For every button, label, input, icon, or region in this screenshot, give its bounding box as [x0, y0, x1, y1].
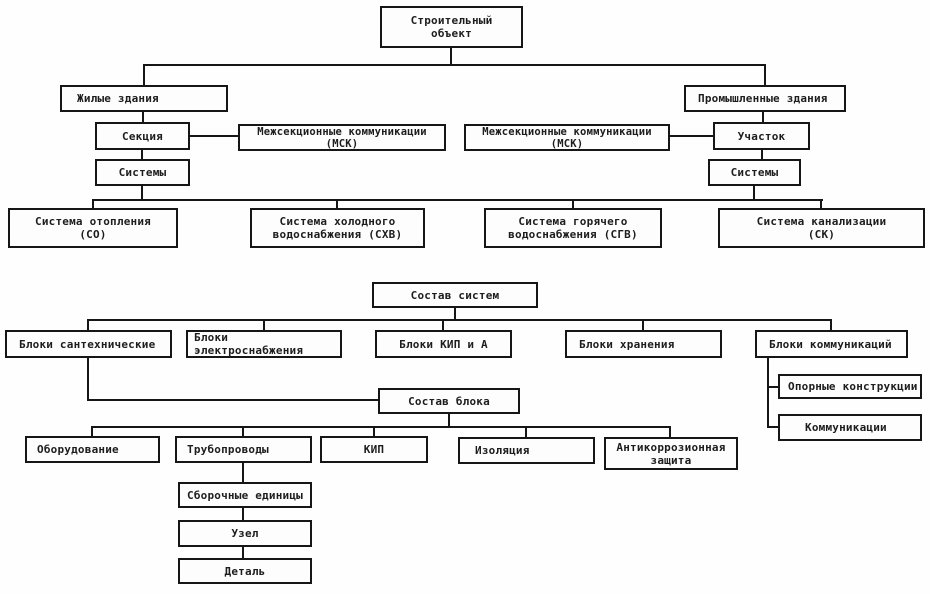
node-intersection-communications-left: Межсекционные коммуникации (МСК)	[238, 124, 446, 151]
node-part: Деталь	[178, 558, 312, 584]
connector-site-drop	[762, 112, 764, 122]
connector-sewerage-drop	[820, 199, 822, 208]
connector-blockparts-rail	[91, 426, 671, 428]
connector-heating-drop	[92, 199, 94, 208]
node-insulation: Изоляция	[458, 437, 595, 464]
node-communication-blocks: Блоки коммуникаций	[755, 330, 908, 358]
connector-communications-stub	[767, 426, 778, 428]
node-hot-water-system: Система горячего водоснабжения (СГВ)	[484, 208, 662, 248]
node-pipelines: Трубопроводы	[175, 436, 312, 463]
connector-blockcomp-drop	[448, 414, 450, 427]
connector-hotwater-drop	[572, 199, 574, 208]
connector-section-msk	[190, 135, 238, 137]
connector-support-stub	[767, 386, 778, 388]
node-section: Секция	[95, 122, 190, 150]
connector-systems-right-drop	[753, 186, 755, 200]
node-cold-water-system: Система холодного водоснабжения (СХВ)	[250, 208, 425, 248]
node-systems-left: Системы	[95, 159, 190, 186]
node-equipment: Оборудование	[25, 436, 160, 463]
connector-root-drop	[450, 48, 452, 65]
node-sewerage-system: Система канализации (СК)	[718, 208, 925, 248]
connector-pipelines-drop	[242, 426, 244, 436]
connector-comm-drop	[830, 319, 832, 330]
node-assembly-units: Сборочные единицы	[178, 482, 312, 508]
connector-assembly-node	[242, 508, 244, 520]
connector-site-systems	[761, 150, 763, 159]
connector-section-drop	[142, 112, 144, 122]
node-communications: Коммуникации	[778, 414, 922, 441]
connector-to-blockcomp	[87, 399, 378, 401]
connector-node-part	[242, 547, 244, 558]
connector-insulation-drop	[525, 426, 527, 437]
node-systems-right: Системы	[708, 159, 801, 186]
node-industrial-buildings: Промышленные здания	[684, 85, 846, 112]
node-storage-blocks: Блоки хранения	[565, 330, 722, 358]
node-instrumentation-blocks: Блоки КИП и А	[375, 330, 512, 358]
connector-msk-site	[670, 135, 713, 137]
connector-equipment-drop	[91, 426, 93, 436]
connector-kip-drop	[373, 426, 375, 436]
connector-industrial-drop	[764, 64, 766, 86]
node-sanitary-blocks: Блоки сантехнические	[5, 330, 172, 358]
node-residential-buildings: Жилые здания	[60, 85, 228, 112]
connector-anticorrosion-drop	[669, 426, 671, 437]
node-site: Участок	[713, 122, 810, 150]
connector-kipia-drop	[442, 319, 444, 330]
connector-pipes-assembly	[242, 463, 244, 482]
connector-power-drop	[263, 319, 265, 330]
connector-sanitary-down	[87, 358, 89, 401]
node-power-supply-blocks: Блоки электроснабжения	[186, 330, 342, 358]
connector-sanitary-drop	[87, 319, 89, 330]
node-heating-system: Система отопления (СО)	[8, 208, 178, 248]
node-anticorrosion-protection: Антикоррозионная защита	[604, 437, 738, 470]
connector-commblocks-branch	[767, 358, 769, 428]
node-assembly-unit: Узел	[178, 520, 312, 547]
node-block-composition: Состав блока	[378, 388, 520, 414]
node-construction-object: Строительный объект	[380, 6, 523, 48]
connector-residential-drop	[143, 64, 145, 86]
connector-blocks-rail	[87, 319, 832, 321]
node-system-composition: Состав систем	[372, 282, 538, 308]
connector-systems-left-drop	[141, 186, 143, 200]
node-instrumentation: КИП	[320, 436, 428, 463]
node-intersection-communications-right: Межсекционные коммуникации (МСК)	[464, 124, 670, 151]
connector-systems-rail	[92, 199, 823, 201]
connector-syscomp-drop	[454, 308, 456, 320]
connector-level1-rail	[143, 64, 766, 66]
connector-section-systems	[141, 150, 143, 159]
connector-storage-drop	[642, 319, 644, 330]
node-support-structures: Опорные конструкции	[778, 374, 922, 399]
connector-coldwater-drop	[336, 199, 338, 208]
